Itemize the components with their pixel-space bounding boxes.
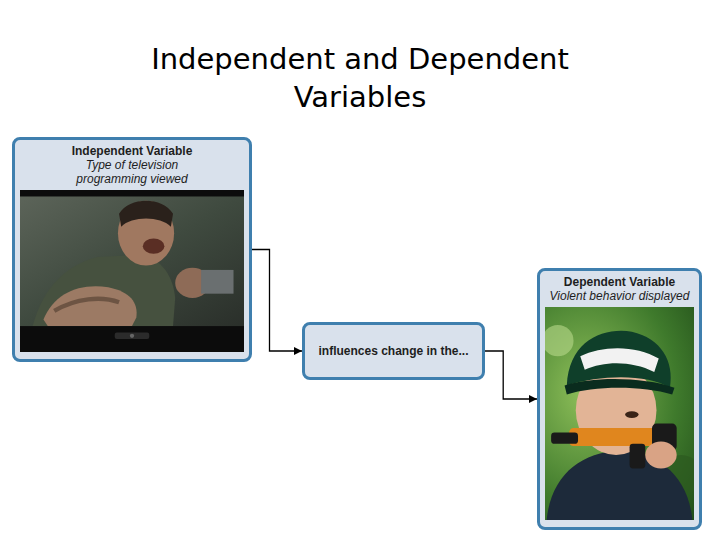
variable-panel: Independent VariableType of television p… [12,137,252,362]
node-body: Type of television programming viewed [52,158,212,186]
node-body: Violent behavior displayed [548,289,691,303]
text-group: influences change in the... [305,325,482,377]
text-group: Independent VariableType of television p… [15,140,249,188]
variable-panel: Dependent VariableViolent behavior displ… [537,268,702,530]
text-group: Dependent VariableViolent behavior displ… [540,271,699,305]
text-stack: Independent VariableType of television p… [23,144,241,186]
diagram-title: Independent and Dependent Variables [100,40,620,116]
tv-illustration [20,190,244,352]
boy-photo-illustration [545,307,694,520]
connector-arrow [252,250,302,352]
text-stack: Dependent VariableViolent behavior displ… [548,275,691,303]
node-heading: Dependent Variable [548,275,691,289]
node-heading: Independent Variable [52,144,212,158]
relation-box: influences change in the... [302,322,485,380]
node-heading: influences change in the... [318,344,468,358]
connector-arrow [485,351,537,399]
text-stack: influences change in the... [318,344,468,358]
